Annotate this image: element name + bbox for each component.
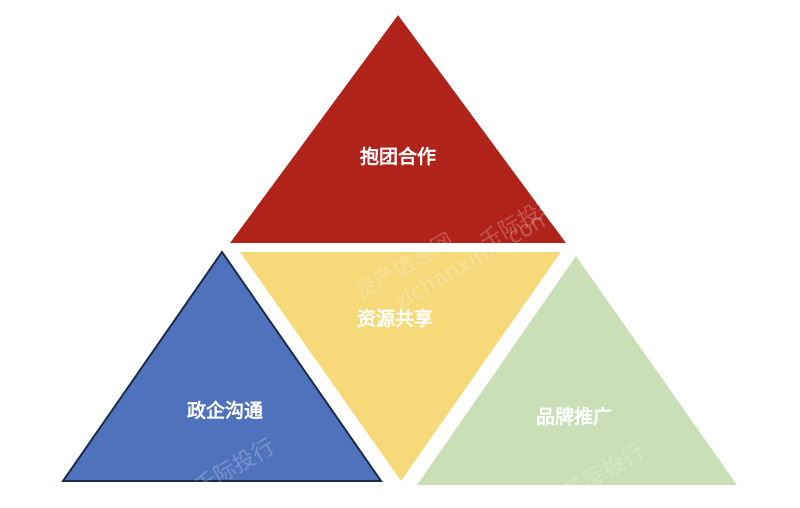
label-cooperation: 抱团合作 <box>360 145 436 168</box>
triangle-government-communication <box>61 250 383 482</box>
triangle-resource-sharing <box>240 252 561 481</box>
label-resource-sharing: 资源共享 <box>357 307 433 330</box>
triangle-cooperation <box>230 15 566 243</box>
label-brand-promotion: 品牌推广 <box>536 405 612 428</box>
label-government-communication: 政企沟通 <box>187 399 264 422</box>
triangle-brand-promotion <box>417 256 737 485</box>
